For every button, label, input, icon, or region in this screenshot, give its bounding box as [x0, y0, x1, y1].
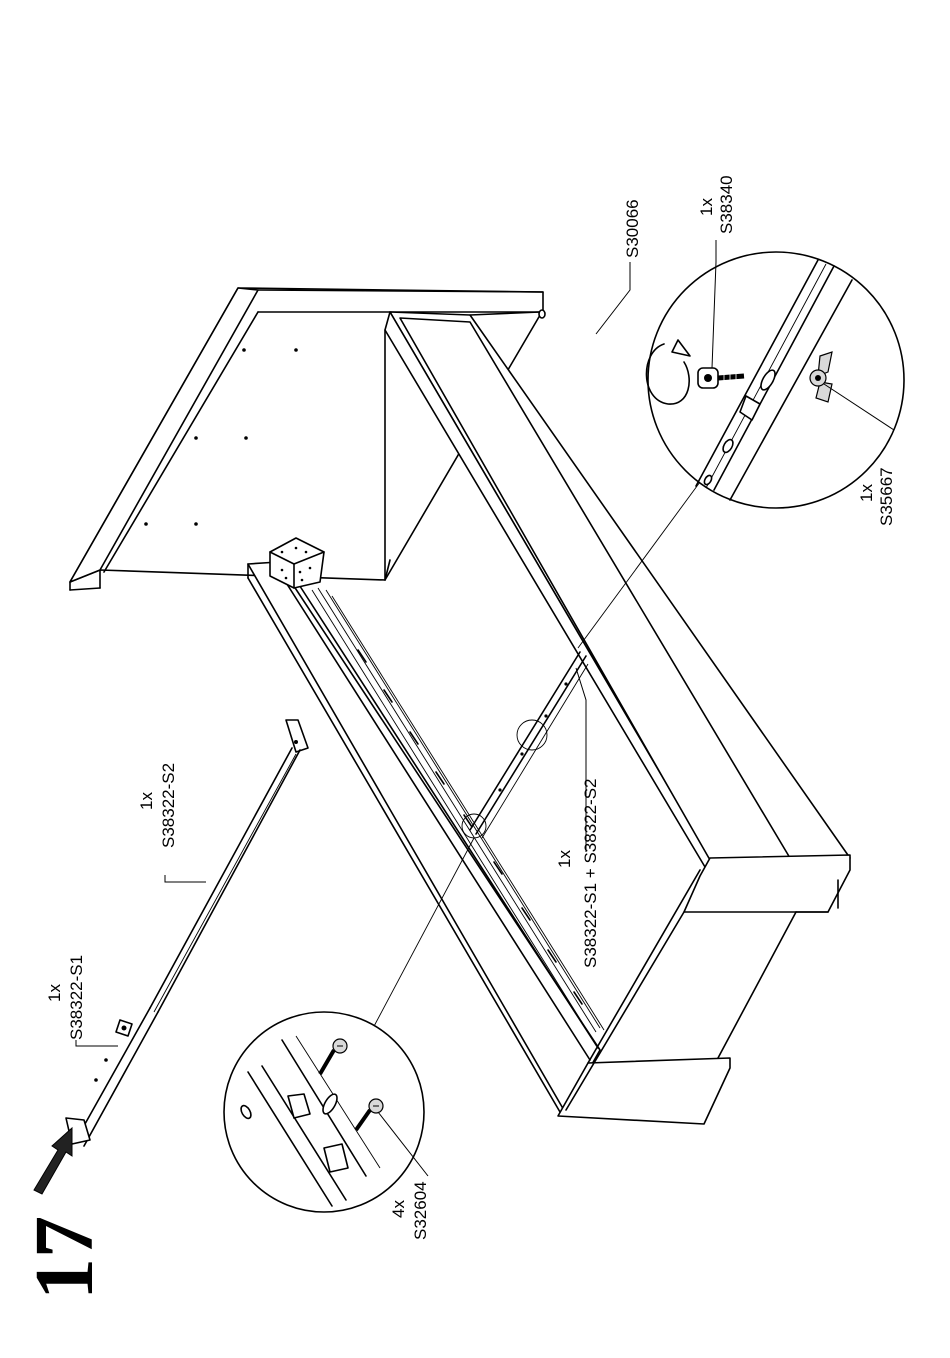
label-screw: 4x S32604: [389, 1181, 430, 1240]
upper-detail-circle: [648, 252, 904, 508]
footboard-top: [684, 855, 850, 912]
rail-s2-bracket: [286, 720, 308, 752]
label-rail-s2: 1x S38322-S2: [137, 763, 178, 848]
svg-text:1x: 1x: [45, 984, 64, 1002]
loose-rail-s1: [34, 1008, 158, 1194]
svg-text:S38340: S38340: [717, 175, 736, 234]
hex-key-tool: [539, 310, 652, 380]
svg-text:S32604: S32604: [411, 1181, 430, 1240]
detail-circle-small: [517, 720, 547, 750]
label-rail-combined: 1x S38322-S1 + S38322-S2: [555, 778, 600, 968]
svg-text:4x: 4x: [389, 1200, 408, 1218]
label-rail-s1: 1x S38322-S1: [45, 955, 86, 1040]
label-bolt: 1x S38340: [697, 175, 736, 234]
svg-text:S38322-S1: S38322-S1: [67, 955, 86, 1040]
upper-detail: [646, 252, 904, 508]
svg-text:1x: 1x: [555, 850, 574, 868]
svg-text:1x: 1x: [137, 792, 156, 810]
insert-arrow-icon: [34, 1128, 72, 1194]
svg-text:S35667: S35667: [877, 467, 896, 526]
svg-text:S38322-S1 + S38322-S2: S38322-S1 + S38322-S2: [581, 778, 600, 968]
footboard: [558, 855, 850, 1124]
step-number: 17: [18, 1216, 111, 1300]
svg-text:1x: 1x: [697, 198, 716, 216]
label-s30066: S30066: [623, 199, 642, 258]
step-number-group: 17: [18, 1216, 111, 1300]
lower-detail: [224, 1012, 428, 1212]
svg-text:S30066: S30066: [623, 199, 642, 258]
svg-text:S38322-S2: S38322-S2: [159, 763, 178, 848]
svg-text:1x: 1x: [857, 484, 876, 502]
label-wingnut: 1x S35667: [857, 467, 896, 526]
